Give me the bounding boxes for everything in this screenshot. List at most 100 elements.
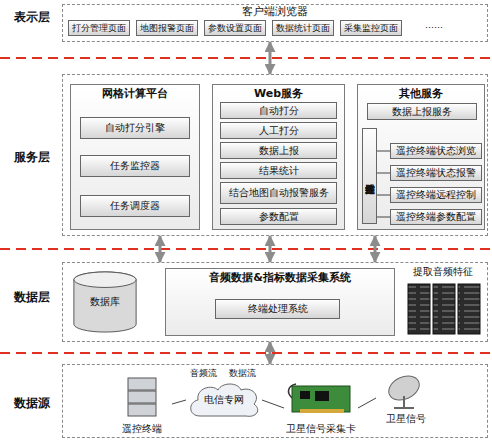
node-label: 遥控终端远程控制 [396,189,476,201]
node-label: 提取音频特征 [394,266,492,278]
stream-label: 音频流 [190,367,217,380]
node-label: 卫星信号采集卡 [276,423,366,435]
page-box: 数据统计页面 [272,20,334,36]
node-label: 自动打分 [259,105,299,117]
node-label: 遥控终端状态报警 [396,167,476,179]
layer-divider [0,57,492,59]
cylinder-top [74,272,136,288]
link-line [172,400,186,404]
node-label: 电信专网 [204,394,244,406]
node-label: 音频数据&指标数据采集系统 [166,272,394,285]
node-label: 任务监控器 [110,160,160,172]
server-rack [433,284,455,334]
layer-container: 服务层网格计算平台自动打分引擎任务监控器任务调度器Web服务自动打分人工打分数据… [62,74,488,236]
node-label: Web服务 [213,88,344,101]
dish-base [394,407,414,409]
service-group: 网格计算平台自动打分引擎任务监控器任务调度器 [70,84,200,230]
page-box: 参数设置页面 [204,20,266,36]
vertical-box: 遥控终端监控服务 [362,128,377,224]
node-label: 人工打分 [259,125,299,137]
function-box: 结合地图自动报警服务 [220,182,337,204]
layer-divider [0,248,492,250]
card-chip [315,391,329,401]
function-box: 终端处理系统 [215,299,340,319]
layer-label: 表示层 [5,11,59,25]
function-box: 任务监控器 [80,155,190,177]
node-label: 结合地图自动报警服务 [229,187,329,199]
layer-divider [0,352,492,354]
server-rack [408,284,430,334]
link-line [358,398,376,408]
node-label: 遥控终端 [104,423,180,435]
layer-label: 数据层 [5,291,59,305]
double-arrow [269,42,272,74]
node-label: 数据上报 [259,145,299,157]
card-connector [300,409,344,413]
double-arrow [374,236,377,262]
function-box: 参数配置 [220,208,337,225]
terminal-unit [128,391,156,403]
page-box: 地图报警页面 [136,20,198,36]
service-group: 其他服务数据上报服务遥控终端监控服务 遥控终端状态浏览遥控终端状态报警遥控终端远程… [357,84,485,230]
node-label: 参数设置页面 [208,23,262,33]
function-box: 结果统计 [220,162,337,179]
node-label: 遥控终端参数配置 [396,211,476,223]
function-box: 自动打分引擎 [80,117,190,139]
function-box: 数据上报服务 [367,103,477,120]
cloud-shape [191,384,258,416]
function-box: 自动打分 [220,102,337,119]
node-label: 网格计算平台 [71,88,199,101]
database-cylinder: 数据库 [72,270,138,334]
function-box: 遥控终端远程控制 [390,187,482,203]
double-arrow [269,342,272,364]
double-arrow [159,236,162,262]
ellipsis-note: …… [425,20,443,30]
device-icon: 提取音频特征 [402,266,484,338]
layer-label: 数据源 [5,397,59,411]
function-box: 遥控终端参数配置 [390,209,482,225]
device-icon: 卫星信号 [376,372,436,424]
network-cloud: 电信专网 [186,380,262,420]
node-label: 任务调度器 [110,200,160,212]
node-label: 地图报警页面 [140,23,194,33]
function-box: 遥控终端状态浏览 [390,143,482,159]
layer-container: 数据源遥控终端电信专网卫星信号采集卡卫星信号 [62,364,488,438]
stream-label: 数据流 [229,367,256,380]
device-icon: 遥控终端 [112,374,172,434]
service-group: Web服务自动打分人工打分数据上报结果统计结合地图自动报警服务参数配置 [212,84,345,230]
node-label: 终端处理系统 [248,303,308,315]
device-icon: 卫星信号采集卡 [284,382,358,434]
layer-container: 数据层数据库音频数据&指标数据采集系统终端处理系统提取音频特征 [62,262,488,342]
card-chip [300,391,310,399]
page-box: 采集监控页面 [340,20,402,36]
page-box: 打分管理页面 [68,20,130,36]
node-label: 结果统计 [259,165,299,177]
function-box: 任务调度器 [80,195,190,217]
node-label: 数据库 [90,296,120,308]
terminal-unit [128,404,156,416]
node-label: 采集监控页面 [344,23,398,33]
node-label: 数据上报服务 [392,106,452,118]
layer-container: 表示层客户端浏览器打分管理页面地图报警页面参数设置页面数据统计页面采集监控页面 [62,4,488,42]
link-line [262,400,284,408]
node-label: 数据统计页面 [276,23,330,33]
node-label: 自动打分引擎 [105,122,165,134]
node-label: 遥控终端状态浏览 [396,145,476,157]
node-label: 客户端浏览器 [63,6,487,19]
function-box: 遥控终端状态报警 [390,165,482,181]
function-box: 数据上报 [220,142,337,159]
double-arrow [269,236,272,262]
server-rack [458,284,480,334]
service-group: 音频数据&指标数据采集系统终端处理系统 [165,268,395,336]
cylinder-body [74,272,136,332]
capture-card [292,386,350,412]
node-label: 参数配置 [259,211,299,223]
node-label: 其他服务 [358,88,484,101]
function-box: 人工打分 [220,122,337,139]
node-label: 打分管理页面 [72,23,126,33]
dish-stand [403,396,405,408]
node-label: 卫星信号 [368,413,444,425]
terminal-unit [128,378,156,390]
layer-label: 服务层 [5,151,59,165]
